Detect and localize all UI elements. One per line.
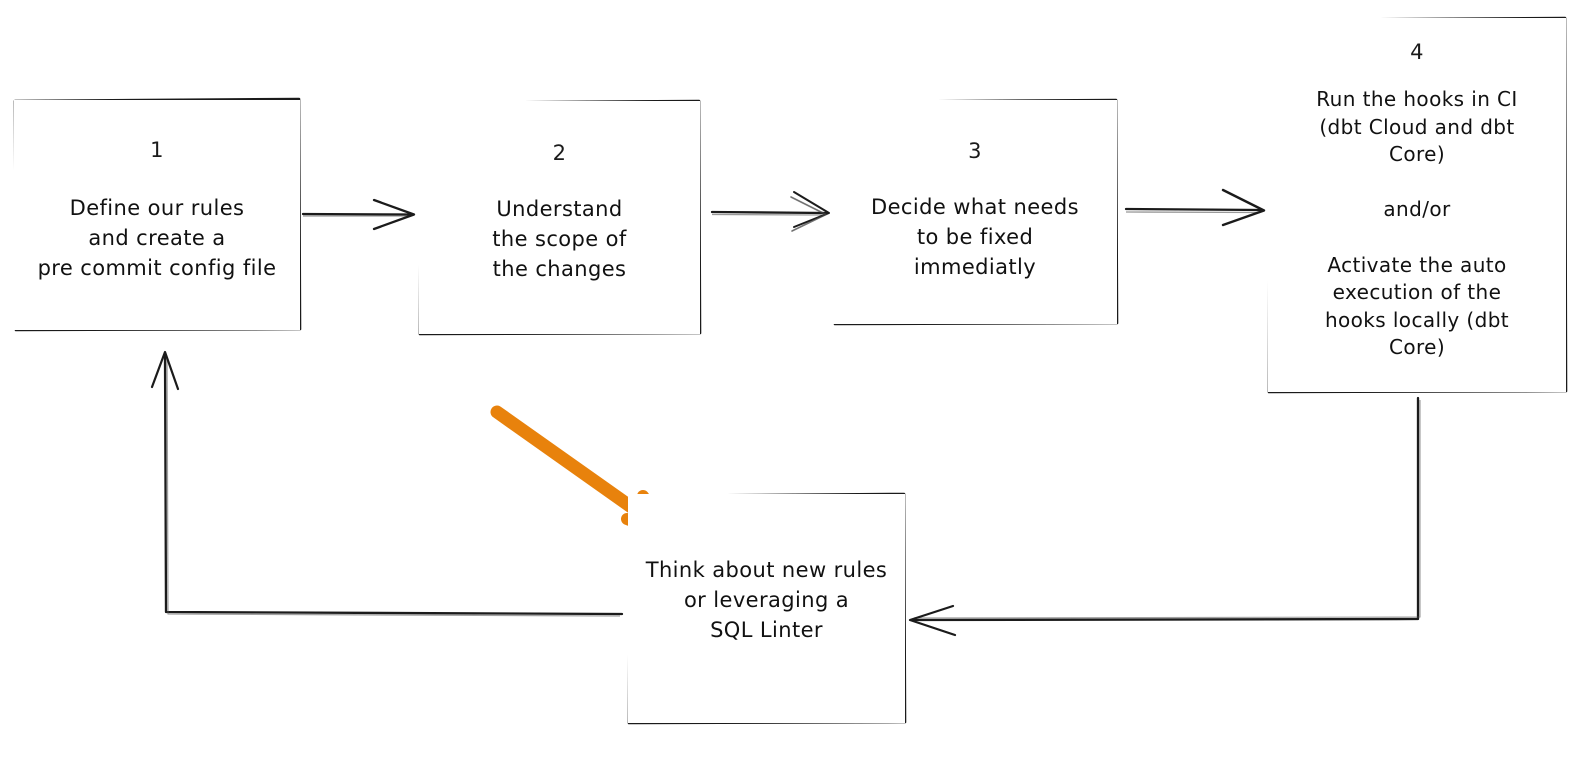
node-number-step-1: 1 <box>150 138 164 162</box>
node-number-step-4: 4 <box>1410 40 1424 64</box>
node-step-2[interactable]: 2 Understand the scope of the changes <box>419 101 700 334</box>
node-text-step-loop: Think about new rules or leveraging a SQ… <box>645 558 888 642</box>
node-step-1[interactable]: 1 Define our rules and create a pre comm… <box>14 100 300 330</box>
connector-arrow-3-to-4 <box>1124 188 1266 227</box>
connector-arrow-1-to-2 <box>301 198 416 231</box>
node-text-step-4: Run the hooks in CI (dbt Cloud and dbt C… <box>1316 87 1518 360</box>
node-number-step-2: 2 <box>552 141 567 165</box>
connector-arrow-4-to-loop <box>908 396 1421 637</box>
node-number-step-3: 3 <box>968 139 982 163</box>
node-text-step-2: Understand the scope of the changes <box>492 197 627 281</box>
connector-arrow-2-to-3 <box>710 191 830 232</box>
node-step-4[interactable]: 4 Run the hooks in CI (dbt Cloud and dbt… <box>1268 18 1566 392</box>
node-step-3[interactable]: 3 Decide what needs to be fixed immediat… <box>833 100 1117 324</box>
node-step-loop[interactable]: Think about new rules or leveraging a SQ… <box>628 494 905 723</box>
node-text-step-3: Decide what needs to be fixed immediatly <box>871 195 1079 279</box>
node-text-step-1: Define our rules and create a pre commit… <box>37 196 277 280</box>
connector-arrow-loop-to-1 <box>150 350 624 617</box>
